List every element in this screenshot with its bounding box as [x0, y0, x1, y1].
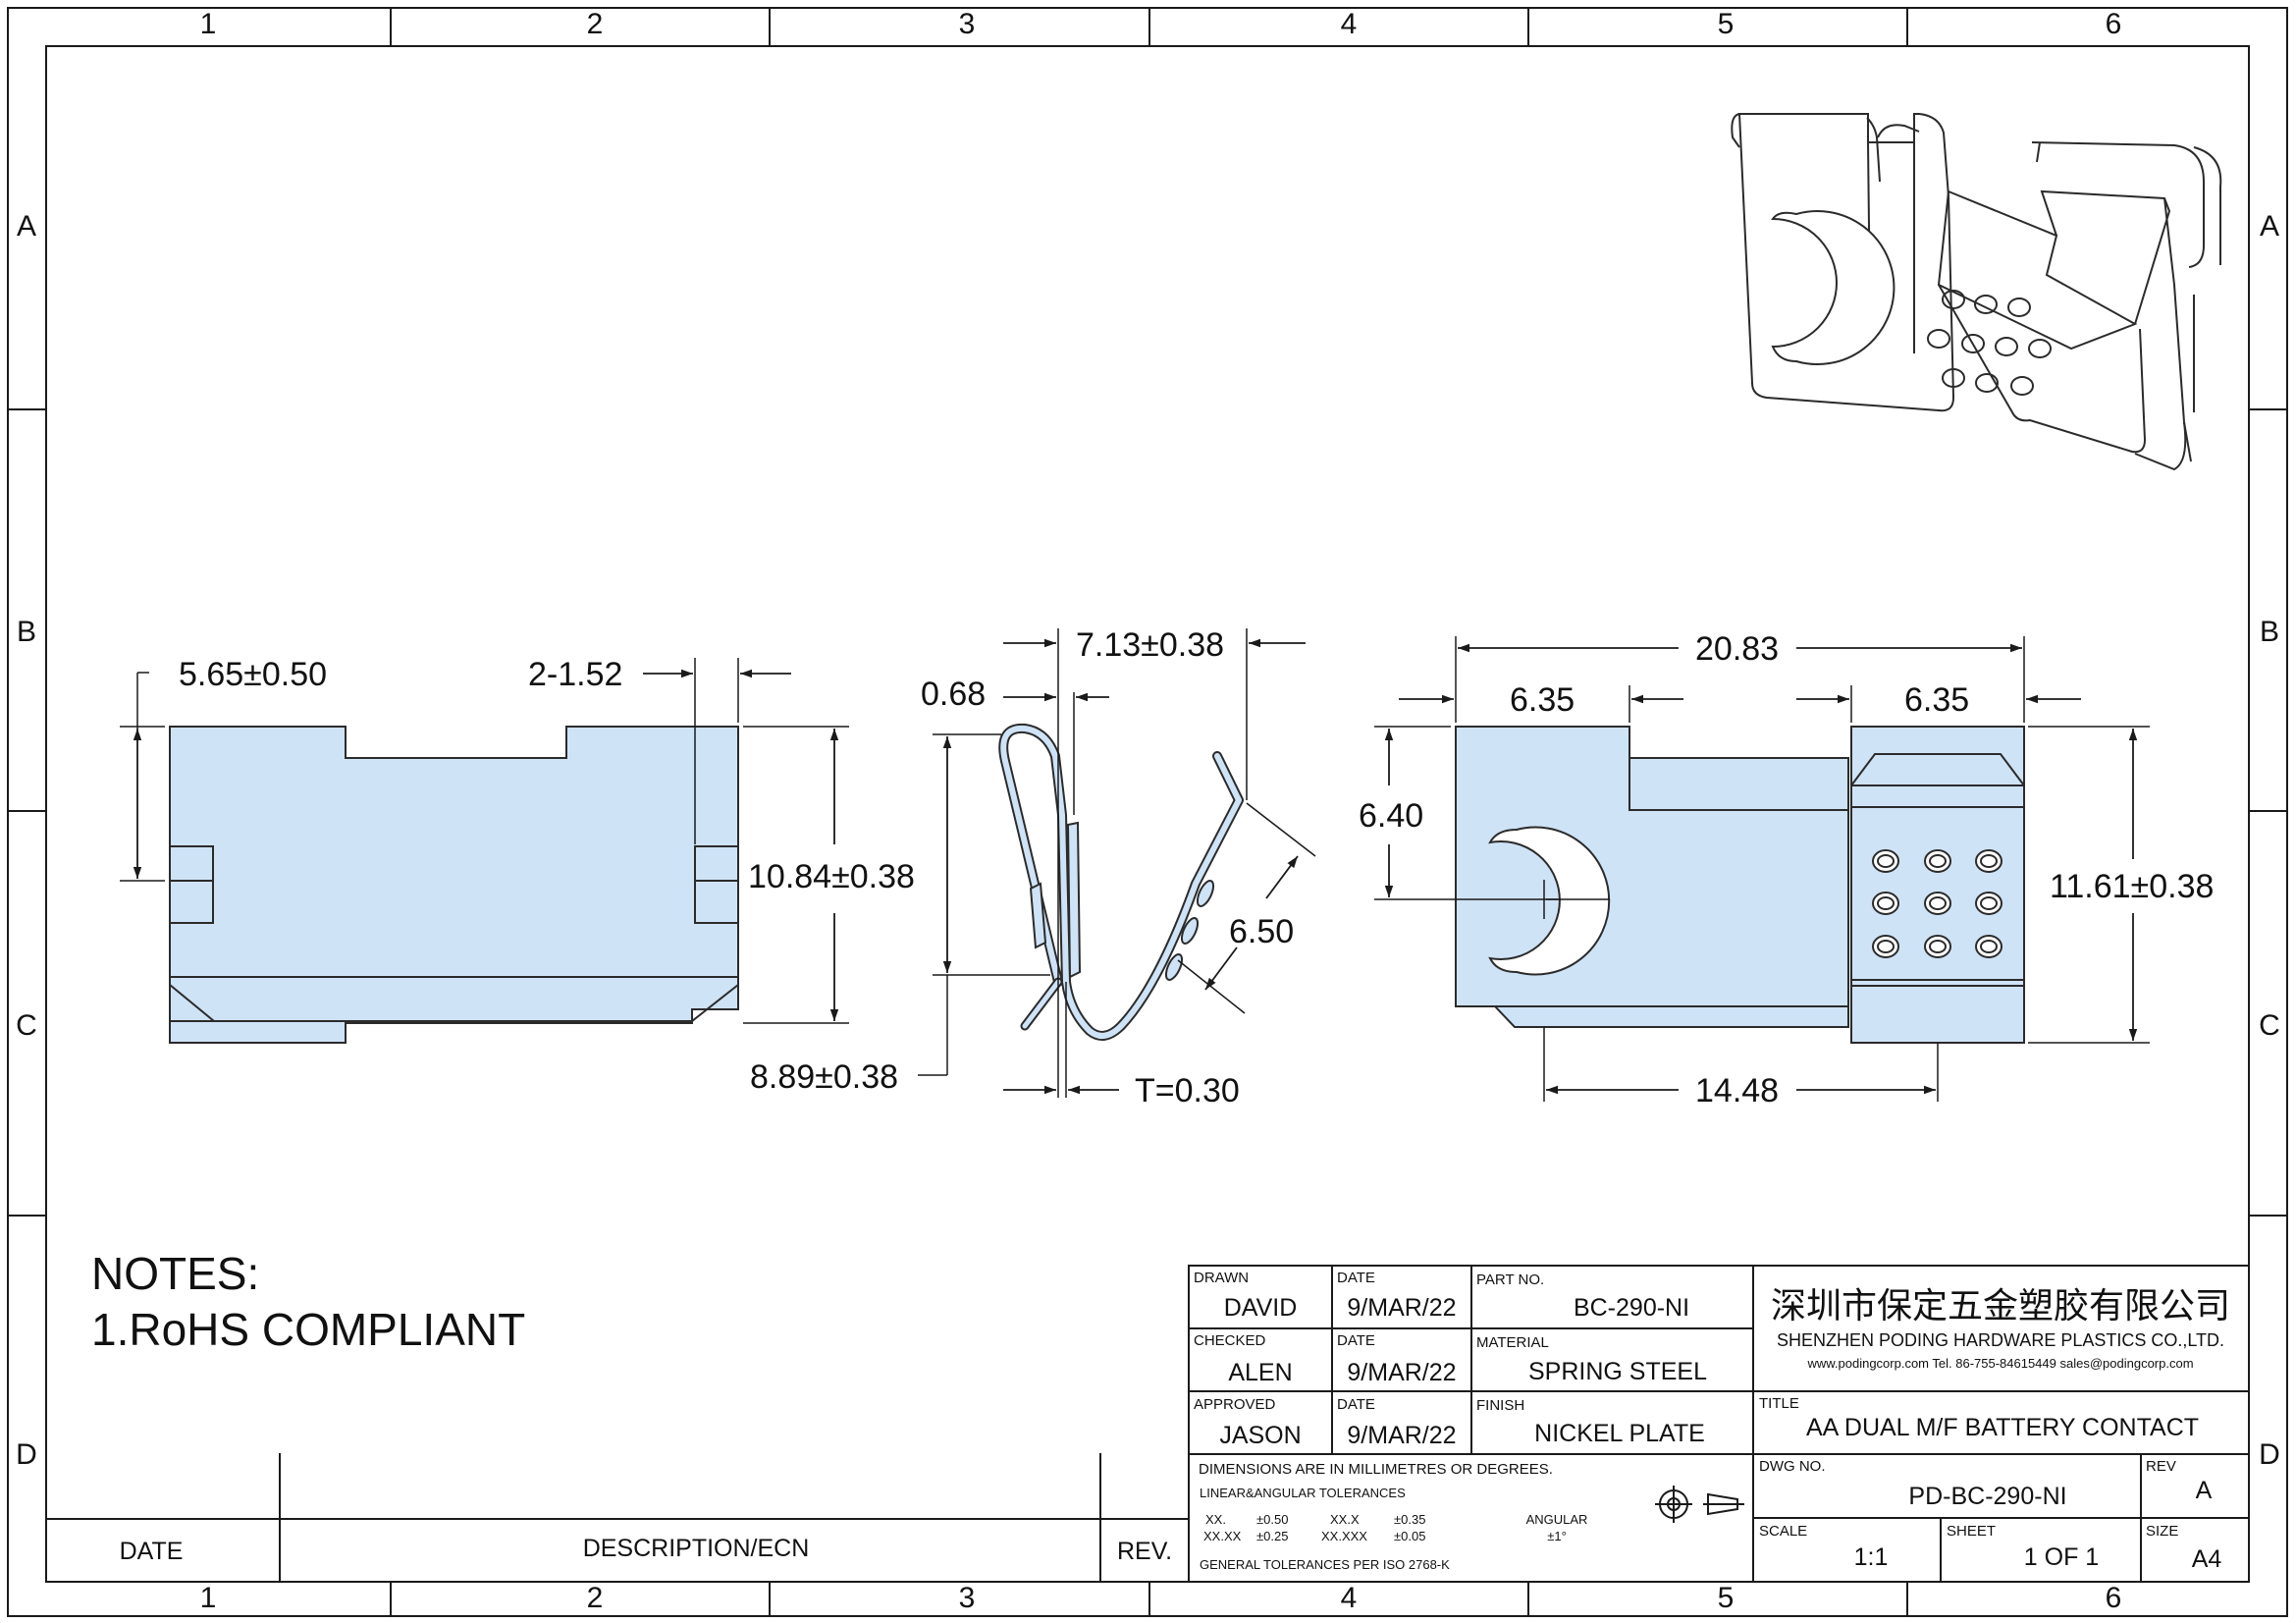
notes-item-1: 1.RoHS COMPLIANT [91, 1304, 525, 1355]
tol-xxxxx: XX.XXX [1321, 1529, 1367, 1543]
dim-profile-width: 7.13±0.38 [1076, 626, 1224, 664]
dim-side-tab-width: 2-1.52 [528, 656, 622, 693]
isometric-view [1731, 113, 2222, 471]
company-name-cn: 深圳市保定五金塑胶有限公司 [1771, 1285, 2230, 1325]
finish-value: NICKEL PLATE [1534, 1420, 1705, 1447]
dim-front-height: 11.61±0.38 [2050, 868, 2214, 905]
date-label-checked: DATE [1337, 1332, 1375, 1349]
col-label-bottom: 3 [959, 1582, 976, 1614]
tol-xxxx: XX.XX [1203, 1529, 1242, 1543]
checked-value: ALEN [1228, 1359, 1292, 1386]
dim-front-left-section: 6.35 [1510, 681, 1575, 719]
finish-label: FINISH [1476, 1397, 1524, 1414]
notes-heading: NOTES: [91, 1248, 259, 1299]
tol-xxx: XX.X [1330, 1512, 1360, 1527]
row-label-left: B [17, 616, 36, 648]
part-no-value: BC-290-NI [1574, 1294, 1689, 1322]
dim-profile-height: 8.89±0.38 [750, 1058, 898, 1096]
part-no-label: PART NO. [1476, 1271, 1544, 1288]
sheet-border [7, 7, 2288, 1617]
scale-label: SCALE [1759, 1523, 1807, 1540]
approved-value: JASON [1219, 1422, 1301, 1449]
notes-block: NOTES: 1.RoHS COMPLIANT [91, 1248, 525, 1355]
date-label-drawn: DATE [1337, 1270, 1375, 1286]
hole-grid [1872, 849, 2002, 958]
row-label-left: C [16, 1009, 37, 1042]
dwg-no-value: PD-BC-290-NI [1908, 1483, 2066, 1510]
angular-label: ANGULAR [1526, 1512, 1588, 1527]
rev-date-header: DATE [120, 1538, 184, 1565]
rev-value: A [2196, 1477, 2213, 1504]
scale-value: 1:1 [1854, 1543, 1889, 1571]
side-view: 5.65±0.50 2-1.52 10.84±0.38 [120, 656, 915, 1044]
material-label: MATERIAL [1476, 1334, 1549, 1351]
company-contact: www.podingcorp.com Tel. 86-755-84615449 … [1806, 1356, 2193, 1371]
angular-val: ±1° [1547, 1529, 1567, 1543]
dims-note: DIMENSIONS ARE IN MILLIMETRES OR DEGREES… [1199, 1461, 1553, 1478]
date-drawn: 9/MAR/22 [1347, 1294, 1456, 1322]
sheet-value: 1 OF 1 [2024, 1543, 2099, 1571]
tol-xxx-val: ±0.35 [1394, 1512, 1425, 1527]
title-label: TITLE [1759, 1395, 1799, 1412]
projection-symbol-icon [1655, 1486, 1744, 1523]
dim-profile-angled: 6.50 [1229, 913, 1294, 950]
zone-labels: 1 2 3 4 5 6 1 2 3 4 5 6 A B C D A B C D [16, 8, 2280, 1614]
date-label-approved: DATE [1337, 1396, 1375, 1413]
dim-side-height: 10.84±0.38 [748, 858, 915, 895]
dim-front-right-section: 6.35 [1904, 681, 1969, 719]
row-label-right: C [2259, 1009, 2280, 1042]
tol-heading: LINEAR&ANGULAR TOLERANCES [1200, 1486, 1406, 1500]
dim-front-center-distance: 14.48 [1695, 1072, 1779, 1109]
row-label-left: D [16, 1438, 37, 1471]
col-label-top: 1 [200, 8, 217, 40]
dim-profile-thickness: T=0.30 [1135, 1072, 1240, 1109]
date-checked: 9/MAR/22 [1347, 1359, 1456, 1386]
dwg-no-label: DWG NO. [1759, 1458, 1826, 1475]
tol-xx-val: ±0.50 [1256, 1512, 1288, 1527]
row-label-right: A [2260, 210, 2279, 243]
sheet-label: SHEET [1947, 1523, 1996, 1540]
row-label-right: D [2259, 1438, 2280, 1471]
drawn-value: DAVID [1224, 1294, 1298, 1322]
rev-rev-header: REV. [1117, 1538, 1172, 1565]
general-tolerance-note: GENERAL TOLERANCES PER ISO 2768-K [1200, 1557, 1450, 1572]
approved-label: APPROVED [1194, 1396, 1276, 1413]
size-label: SIZE [2146, 1523, 2178, 1540]
col-label-top: 5 [1718, 8, 1735, 40]
col-label-bottom: 6 [2106, 1582, 2122, 1614]
row-label-right: B [2260, 616, 2279, 648]
checked-label: CHECKED [1194, 1332, 1266, 1349]
col-label-bottom: 1 [200, 1582, 217, 1614]
dim-front-width: 20.83 [1695, 630, 1779, 668]
dim-profile-offset: 0.68 [921, 676, 986, 713]
col-label-bottom: 4 [1341, 1582, 1358, 1614]
tol-xx: XX. [1205, 1512, 1226, 1527]
rev-description-header: DESCRIPTION/ECN [583, 1535, 810, 1562]
col-label-top: 4 [1341, 8, 1358, 40]
col-label-top: 6 [2106, 8, 2122, 40]
dim-side-height-tab: 5.65±0.50 [179, 656, 327, 693]
dim-front-hole-offset: 6.40 [1359, 797, 1423, 835]
revision-block: DATE DESCRIPTION/ECN REV. [46, 1453, 1189, 1582]
dimple-grid [1927, 290, 2052, 396]
col-label-top: 2 [587, 8, 604, 40]
size-value: A4 [2192, 1545, 2222, 1573]
col-label-top: 3 [959, 8, 976, 40]
material-value: SPRING STEEL [1528, 1358, 1707, 1385]
row-label-left: A [17, 210, 36, 243]
col-label-bottom: 5 [1718, 1582, 1735, 1614]
title-value: AA DUAL M/F BATTERY CONTACT [1806, 1414, 2199, 1441]
tol-xxxx-val: ±0.25 [1256, 1529, 1288, 1543]
drawn-label: DRAWN [1194, 1270, 1249, 1286]
profile-view: 7.13±0.38 0.68 6.50 8.89±0.38 T=0.30 [750, 626, 1316, 1109]
company-name-en: SHENZHEN PODING HARDWARE PLASTICS CO.,LT… [1777, 1330, 2224, 1350]
date-approved: 9/MAR/22 [1347, 1422, 1456, 1449]
rev-label: REV [2146, 1458, 2176, 1475]
title-block: DRAWN DAVID CHECKED ALEN APPROVED JASON … [1188, 1265, 2250, 1583]
tol-xxxxx-val: ±0.05 [1394, 1529, 1425, 1543]
col-label-bottom: 2 [587, 1582, 604, 1614]
front-view: 20.83 6.35 6.35 6.40 11.61±0.38 14.48 [1359, 630, 2214, 1109]
